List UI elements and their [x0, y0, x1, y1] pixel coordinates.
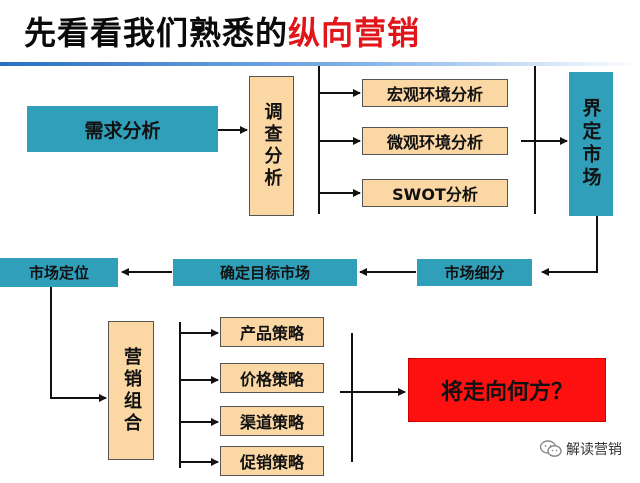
node-promotion: 促销策略	[220, 446, 324, 476]
node-demand-analysis: 需求分析	[27, 106, 218, 152]
wechat-icon	[540, 440, 562, 458]
watermark: 解读营销	[540, 439, 622, 459]
node-market-position-label: 市场定位	[28, 264, 89, 282]
arrow-position-to-mix	[50, 287, 107, 402]
node-promotion-label: 促销策略	[239, 453, 304, 472]
page-title: 先看看我们熟悉的纵向营销	[24, 8, 420, 54]
node-where-to-label: 将走向何方？	[440, 380, 573, 405]
node-survey-analysis-label: 调查分析	[261, 102, 283, 190]
node-price: 价格策略	[220, 363, 324, 393]
node-product-label: 产品策略	[239, 324, 304, 343]
node-demand-analysis-label: 需求分析	[84, 119, 161, 142]
title-underline	[0, 62, 640, 66]
node-market-position: 市场定位	[0, 258, 118, 287]
node-swot: SWOT分析	[362, 179, 508, 207]
watermark-text: 解读营销	[566, 442, 622, 458]
node-define-market: 界定市场	[569, 72, 613, 216]
node-market-segment-label: 市场细分	[444, 264, 505, 282]
node-macro-env-label: 宏观环境分析	[386, 85, 483, 104]
node-where-to: 将走向何方？	[408, 358, 606, 422]
node-channel-label: 渠道策略	[239, 413, 304, 432]
node-micro-env-label: 微观环境分析	[386, 133, 483, 152]
node-micro-env: 微观环境分析	[362, 127, 508, 155]
node-product: 产品策略	[220, 317, 324, 347]
title-part-2: 纵向营销	[288, 14, 421, 52]
node-target-market-label: 确定目标市场	[219, 264, 310, 282]
node-survey-analysis: 调查分析	[249, 76, 294, 216]
node-marketing-mix-label: 营销组合	[121, 346, 142, 435]
node-marketing-mix: 营销组合	[108, 321, 154, 460]
title-part-1: 先看看我们熟悉的	[24, 14, 289, 52]
node-swot-label: SWOT分析	[392, 185, 478, 204]
node-define-market-label: 界定市场	[579, 98, 602, 190]
node-macro-env: 宏观环境分析	[362, 79, 508, 107]
node-market-segment: 市场细分	[417, 259, 532, 286]
node-price-label: 价格策略	[239, 370, 304, 389]
node-target-market: 确定目标市场	[173, 259, 357, 286]
arrow-define-to-segment	[541, 216, 598, 276]
node-channel: 渠道策略	[220, 406, 324, 436]
